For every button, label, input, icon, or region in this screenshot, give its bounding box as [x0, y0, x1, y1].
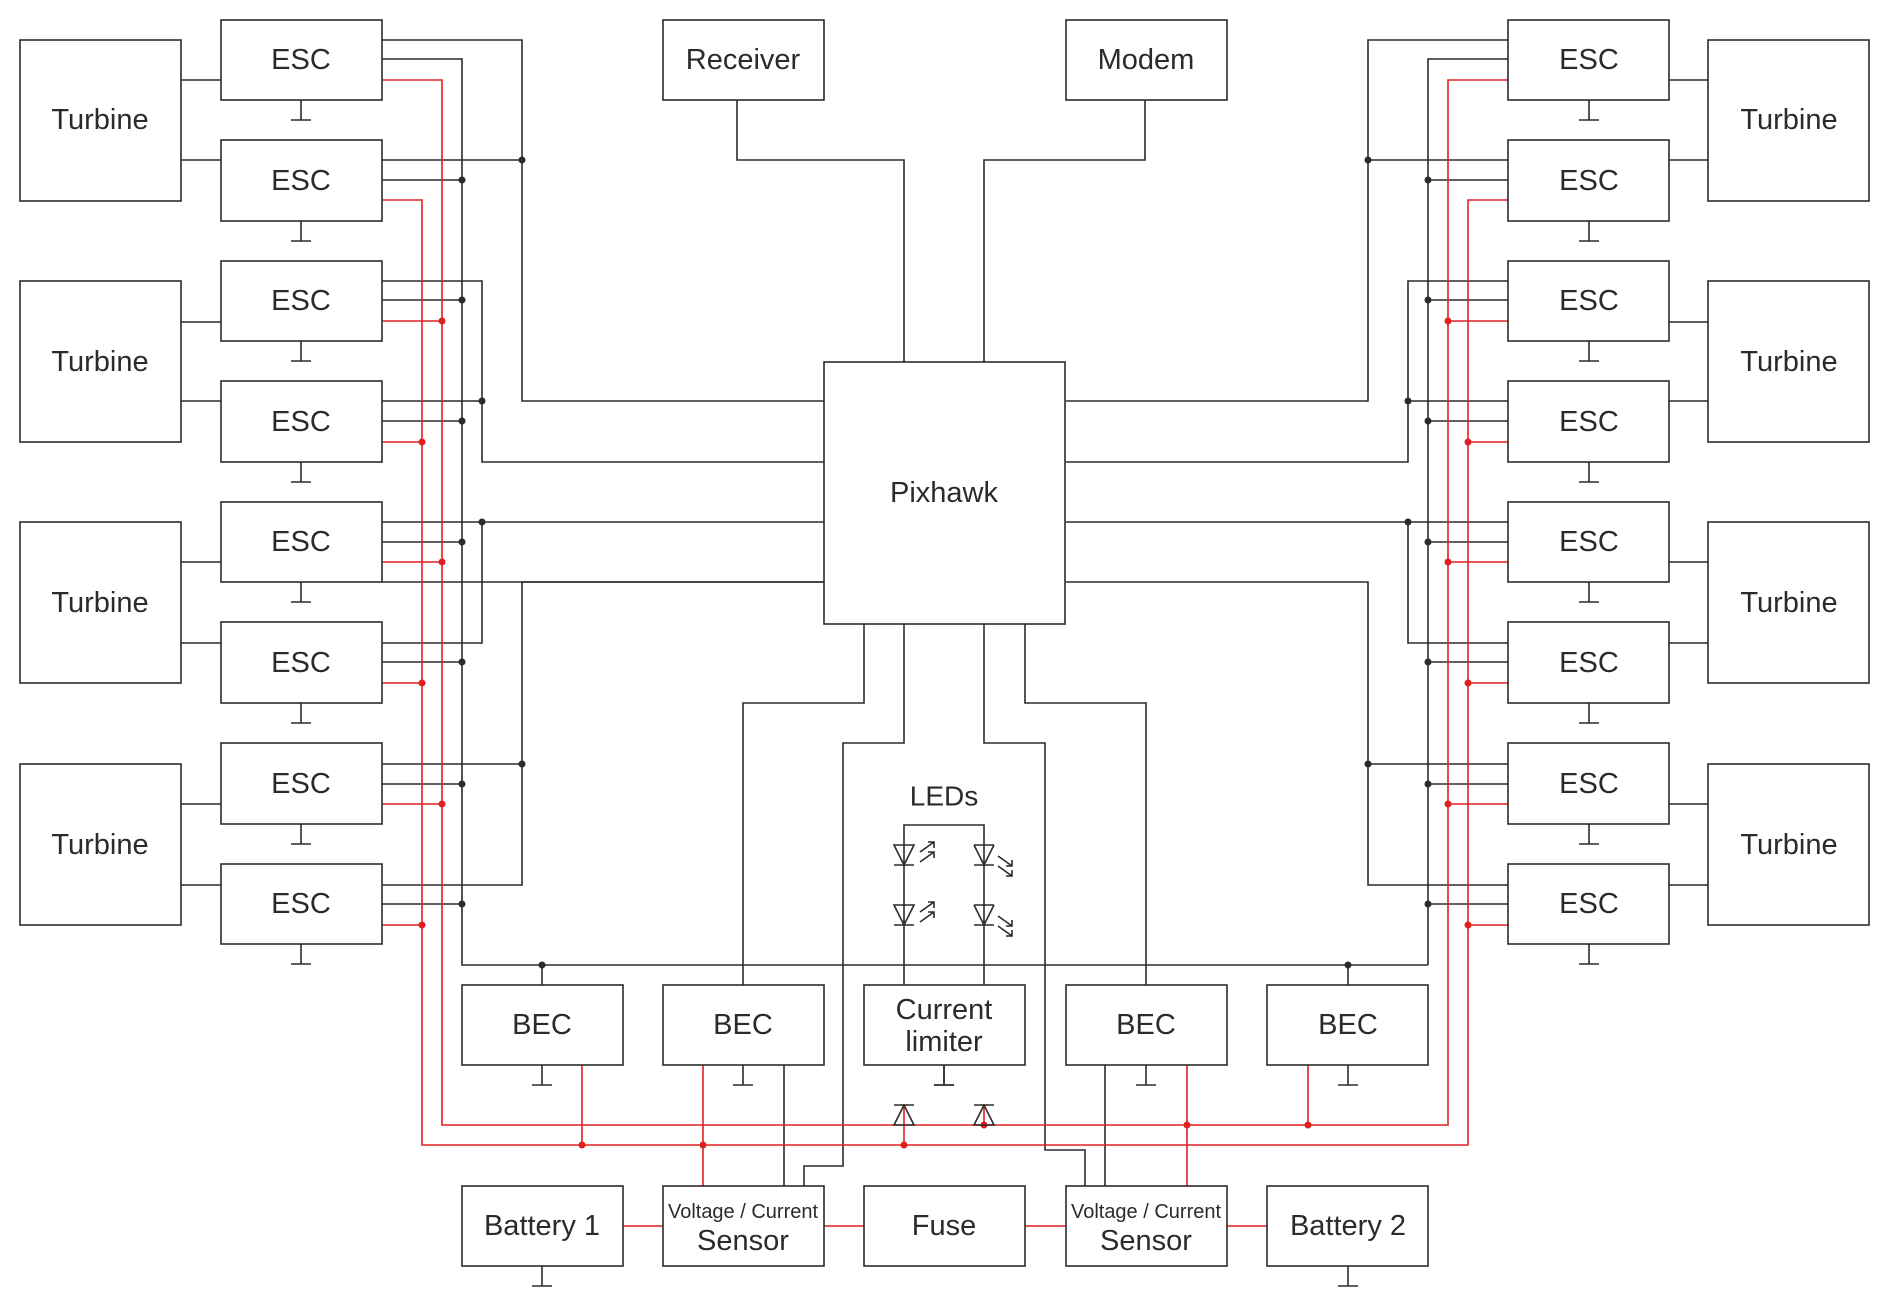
- svg-text:Sensor: Sensor: [1100, 1225, 1192, 1257]
- svg-text:Turbine: Turbine: [51, 346, 148, 378]
- led-icon: [973, 904, 1013, 937]
- svg-text:Turbine: Turbine: [1740, 587, 1837, 619]
- svg-text:Turbine: Turbine: [1740, 346, 1837, 378]
- svg-text:Sensor: Sensor: [697, 1225, 789, 1257]
- bec-block: BEC: [1065, 984, 1228, 1066]
- esc-block: ESC: [220, 380, 383, 463]
- diode-icon: [972, 1103, 996, 1126]
- svg-text:Current: Current: [896, 994, 993, 1026]
- svg-text:Battery 1: Battery 1: [484, 1210, 600, 1242]
- power-wires: [382, 79, 1508, 1227]
- esc-block: ESC: [1507, 501, 1670, 583]
- voltage-current-sensor-left: Voltage / Current Sensor: [662, 1185, 825, 1267]
- bec-block: BEC: [662, 984, 825, 1066]
- svg-text:Receiver: Receiver: [686, 44, 801, 76]
- bec-block: BEC: [461, 984, 624, 1066]
- svg-text:ESC: ESC: [1559, 768, 1619, 800]
- led-icon: [973, 844, 1013, 877]
- turbine-block: Turbine: [1707, 39, 1870, 202]
- svg-text:ESC: ESC: [1559, 526, 1619, 558]
- receiver-block: Receiver: [662, 19, 825, 101]
- svg-text:ESC: ESC: [271, 406, 331, 438]
- turbine-block: Turbine: [1707, 763, 1870, 926]
- esc-block: ESC: [1507, 380, 1670, 463]
- svg-text:Turbine: Turbine: [51, 829, 148, 861]
- turbine-block: Turbine: [19, 280, 182, 443]
- esc-block: ESC: [1507, 742, 1670, 825]
- svg-text:ESC: ESC: [271, 44, 331, 76]
- esc-block: ESC: [220, 501, 383, 583]
- led-array: LEDs: [892, 781, 1013, 1126]
- esc-block: ESC: [1507, 139, 1670, 222]
- svg-text:Voltage / Current: Voltage / Current: [668, 1201, 819, 1223]
- esc-block: ESC: [220, 742, 383, 825]
- svg-text:Modem: Modem: [1098, 44, 1195, 76]
- svg-text:limiter: limiter: [905, 1026, 983, 1058]
- svg-text:Turbine: Turbine: [1740, 104, 1837, 136]
- svg-text:ESC: ESC: [271, 888, 331, 920]
- esc-block: ESC: [220, 19, 383, 101]
- esc-block: ESC: [220, 621, 383, 704]
- svg-text:ESC: ESC: [1559, 285, 1619, 317]
- turbine-block: Turbine: [19, 39, 182, 202]
- svg-text:ESC: ESC: [271, 768, 331, 800]
- voltage-current-sensor-right: Voltage / Current Sensor: [1065, 1185, 1228, 1267]
- svg-text:Turbine: Turbine: [51, 104, 148, 136]
- svg-text:Battery 2: Battery 2: [1290, 1210, 1406, 1242]
- svg-text:ESC: ESC: [271, 285, 331, 317]
- svg-text:BEC: BEC: [1116, 1009, 1176, 1041]
- svg-text:ESC: ESC: [1559, 888, 1619, 920]
- led-icon: [892, 841, 935, 867]
- current-limiter-block: Current limiter: [863, 984, 1026, 1086]
- leds-label: LEDs: [910, 781, 978, 812]
- svg-text:ESC: ESC: [271, 647, 331, 679]
- svg-text:BEC: BEC: [1318, 1009, 1378, 1041]
- svg-text:ESC: ESC: [1559, 44, 1619, 76]
- modem-block: Modem: [1065, 19, 1228, 101]
- pixhawk-block: Pixhawk: [823, 361, 1066, 625]
- esc-block: ESC: [1507, 19, 1670, 101]
- turbine-block: Turbine: [1707, 280, 1870, 443]
- svg-text:Fuse: Fuse: [912, 1210, 976, 1242]
- svg-text:Turbine: Turbine: [1740, 829, 1837, 861]
- battery-2-block: Battery 2: [1266, 1185, 1429, 1267]
- junction-dots: [418, 156, 1472, 1149]
- svg-text:Pixhawk: Pixhawk: [890, 477, 998, 509]
- esc-block: ESC: [1507, 260, 1670, 342]
- svg-text:ESC: ESC: [1559, 406, 1619, 438]
- svg-text:ESC: ESC: [271, 165, 331, 197]
- esc-block: ESC: [220, 260, 383, 342]
- svg-text:Voltage / Current: Voltage / Current: [1071, 1201, 1222, 1223]
- component-blocks: Turbine Turbine Turbine Turbine Turbine …: [19, 19, 1870, 1267]
- signal-wires: [181, 39, 1708, 1186]
- turbine-block: Turbine: [19, 521, 182, 684]
- fuse-block: Fuse: [863, 1185, 1026, 1267]
- svg-text:Turbine: Turbine: [51, 587, 148, 619]
- turbine-block: Turbine: [19, 763, 182, 926]
- esc-block: ESC: [1507, 621, 1670, 704]
- svg-text:BEC: BEC: [713, 1009, 773, 1041]
- esc-block: ESC: [220, 863, 383, 945]
- esc-block: ESC: [1507, 863, 1670, 945]
- svg-text:ESC: ESC: [1559, 647, 1619, 679]
- svg-text:ESC: ESC: [1559, 165, 1619, 197]
- turbine-block: Turbine: [1707, 521, 1870, 684]
- ground-symbols: [291, 100, 1599, 1287]
- battery-1-block: Battery 1: [461, 1185, 624, 1267]
- svg-text:BEC: BEC: [512, 1009, 572, 1041]
- svg-text:ESC: ESC: [271, 526, 331, 558]
- bec-block: BEC: [1266, 984, 1429, 1066]
- led-icon: [892, 901, 935, 927]
- esc-block: ESC: [220, 139, 383, 222]
- diode-icon: [892, 1103, 916, 1126]
